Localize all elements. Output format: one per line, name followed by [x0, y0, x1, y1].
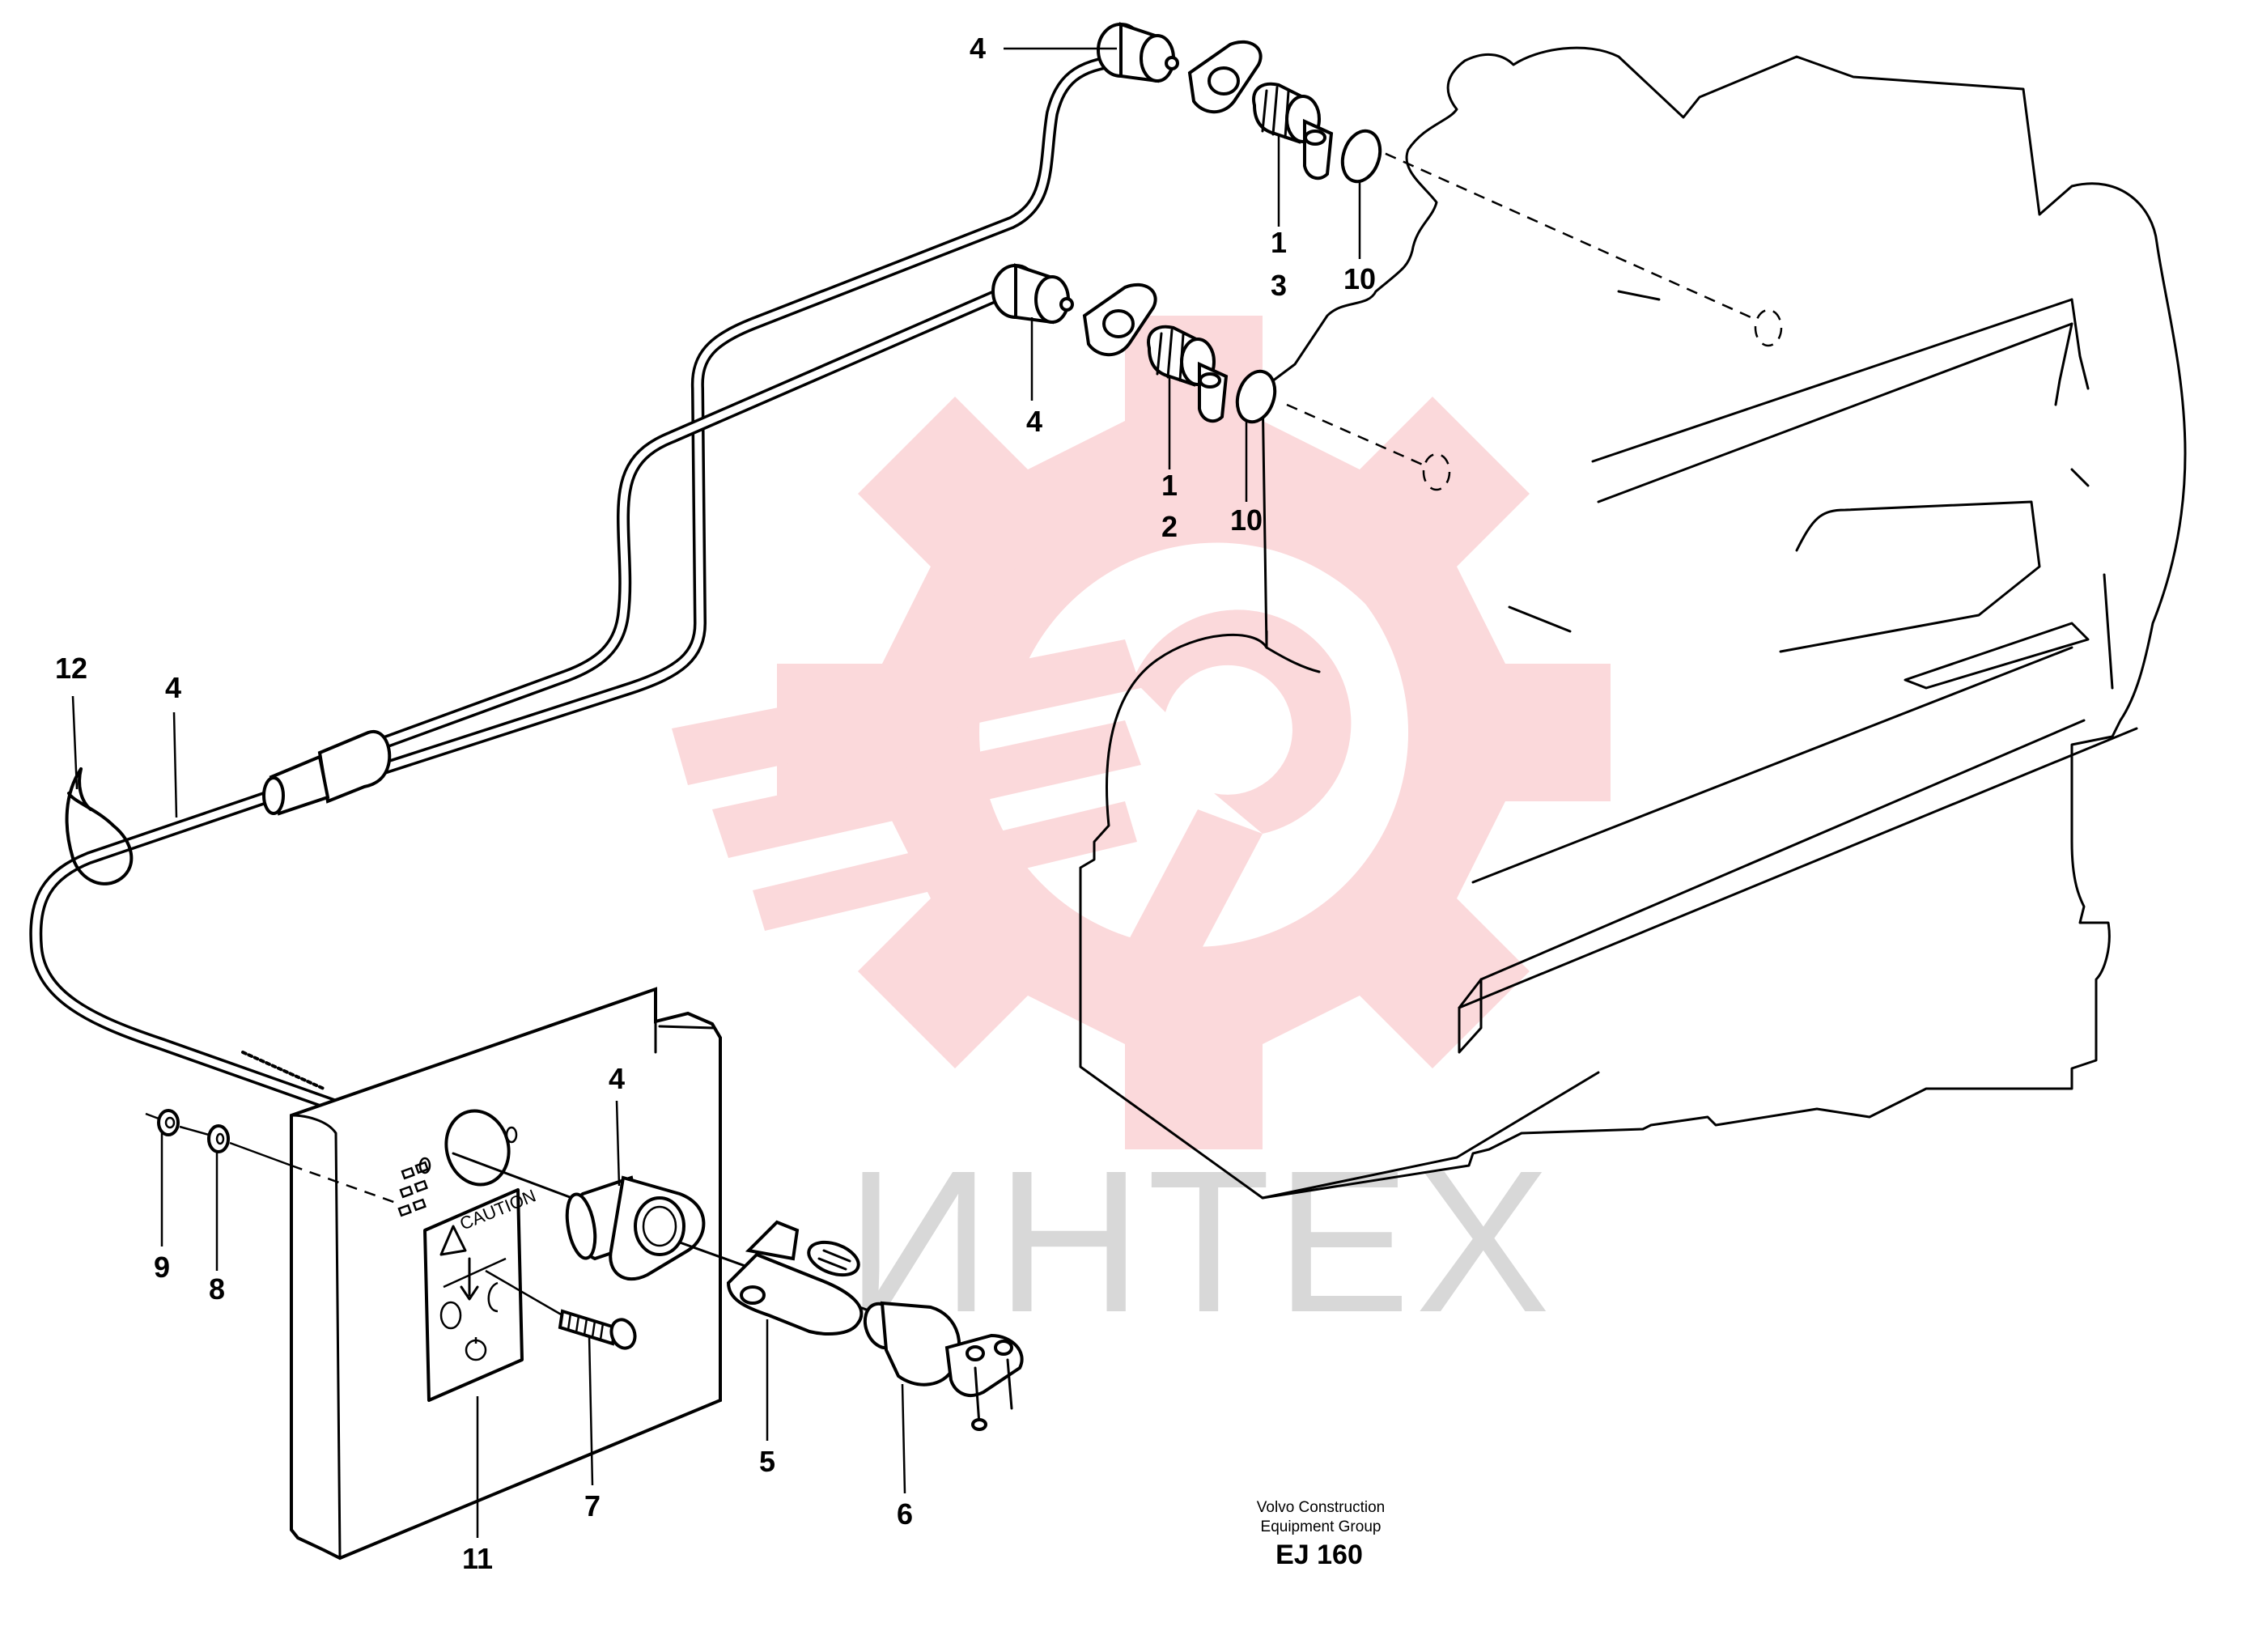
cable-upper: [350, 54, 1127, 784]
lower-o-ring-10: [1235, 369, 1277, 424]
callout-7: 7: [584, 1489, 601, 1522]
switch-5: [726, 1220, 864, 1336]
lower-socket-outline: [1422, 452, 1451, 491]
callout-4-left: 4: [165, 671, 181, 704]
callout-3: 3: [1271, 269, 1287, 302]
drawing-code: EJ 160: [1275, 1539, 1363, 1570]
leader-lower-dashed: [1286, 403, 1425, 467]
upper-plug-4: [1097, 22, 1179, 83]
callout-4-mid: 4: [1026, 405, 1042, 438]
bracket-panel: [290, 987, 722, 1561]
washer-8: [207, 1124, 230, 1153]
callout-1-upper: 1: [1271, 226, 1287, 259]
screw-leader: [485, 1269, 563, 1317]
cable-sleeve: [262, 729, 392, 816]
screw-7: [558, 1309, 637, 1350]
watermark-text: ИНТЕХ: [846, 1128, 1555, 1354]
callout-4-panel: 4: [609, 1062, 625, 1095]
callout-12: 12: [55, 652, 87, 685]
callout-8: 8: [209, 1272, 225, 1306]
watermark-gear-logo: [672, 316, 1611, 1149]
cable-lower: [350, 281, 1022, 759]
callout-6: 6: [897, 1497, 913, 1531]
upper-adapter-1-3: [1252, 82, 1334, 180]
credit-line-2: Equipment Group: [1261, 1518, 1382, 1535]
connector-6: [863, 1301, 1024, 1431]
leader-lines: [71, 47, 1361, 1538]
cable-main: [29, 791, 363, 1119]
callout-4-top: 4: [970, 32, 986, 65]
callout-10-lower: 10: [1230, 503, 1263, 537]
panel-hole: [418, 1109, 518, 1187]
knob-housing-4: [565, 1175, 706, 1281]
pull-rod: [452, 1152, 584, 1204]
upper-socket-outline: [1754, 308, 1783, 347]
lower-flange-plate: [1082, 282, 1157, 357]
callout-2: 2: [1161, 510, 1178, 543]
lower-plug-4: [991, 263, 1074, 325]
leader-upper-dashed: [1367, 144, 1757, 321]
upper-o-ring-10: [1340, 129, 1382, 184]
credit-line-1: Volvo Construction: [1257, 1499, 1385, 1516]
nut-9: [157, 1109, 180, 1136]
callout-10-upper: 10: [1343, 262, 1376, 295]
callout-5: 5: [759, 1445, 775, 1478]
cable-tie: [65, 767, 134, 885]
callout-9: 9: [154, 1251, 170, 1284]
lower-adapter-1-2: [1147, 325, 1229, 423]
upper-flange-plate: [1187, 40, 1263, 114]
fastener-leader: [145, 1112, 292, 1167]
callout-1-lower: 1: [1161, 469, 1178, 502]
engine-block-outline: [1079, 46, 2187, 1200]
callout-11: 11: [462, 1542, 493, 1575]
